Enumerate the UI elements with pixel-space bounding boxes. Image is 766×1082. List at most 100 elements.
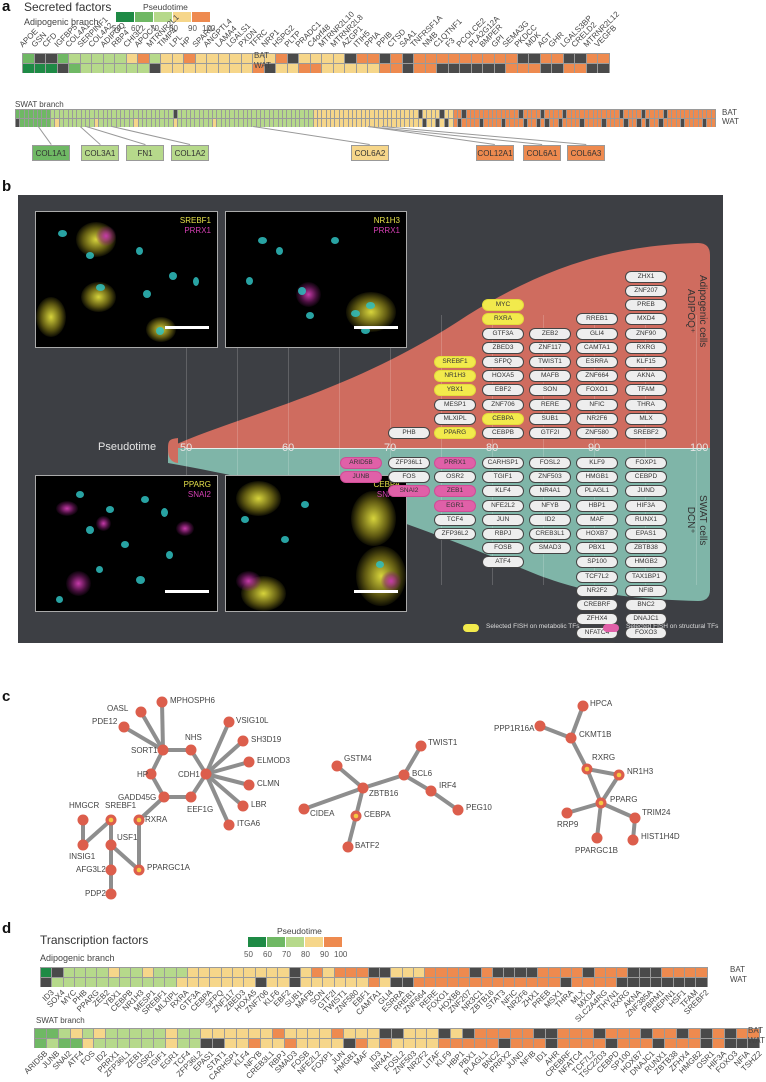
network-node-label: ITGA6	[237, 819, 261, 828]
heatmap-cell	[226, 110, 230, 118]
tf-pill-ybx1: YBX1	[434, 384, 476, 397]
panel-a-letter: a	[2, 0, 11, 15]
heatmap-cell	[274, 110, 278, 118]
heatmap-cell	[348, 110, 352, 118]
network-node-label: HMGCR	[69, 801, 100, 810]
heatmap-cell	[107, 110, 112, 118]
heatmap-cell	[673, 978, 684, 987]
heatmap-cell	[409, 110, 414, 118]
heatmap-cell	[237, 1039, 249, 1048]
heatmap-cell	[387, 119, 392, 127]
network-node-peg10	[452, 804, 464, 816]
heatmap-cell	[160, 110, 164, 118]
heatmap-cell	[333, 64, 344, 73]
network-node-hist1h4d	[627, 834, 639, 846]
heatmap-cell	[103, 110, 107, 118]
heatmap-cell	[29, 110, 33, 118]
heatmap-cell	[562, 110, 567, 118]
heatmap-cell	[414, 54, 425, 63]
heatmap-cell	[672, 110, 676, 118]
heatmap-cell	[681, 110, 685, 118]
heatmap-cell	[147, 119, 151, 127]
heatmap-cell	[504, 978, 515, 987]
heatmap-cell	[103, 119, 107, 127]
heatmap-cell	[414, 64, 425, 73]
network-node-label: GADD45G	[118, 793, 157, 802]
heatmap-cell	[586, 64, 597, 73]
heatmap-cell	[169, 110, 173, 118]
heatmap-cell	[594, 978, 605, 987]
heatmap-cell	[278, 978, 289, 987]
heatmap-cell	[323, 978, 334, 987]
heatmap-cell	[120, 978, 131, 987]
heatmap-cell	[239, 110, 243, 118]
heatmap-cell	[269, 119, 274, 127]
heatmap-cell	[527, 110, 532, 118]
tf-pill-sfpq: SFPQ	[482, 356, 524, 368]
heatmap-cell	[366, 119, 370, 127]
heatmap-cell	[344, 110, 348, 118]
heatmap-cell	[415, 1039, 427, 1048]
heatmap-cell	[492, 119, 497, 127]
network-node-insig1	[77, 839, 89, 851]
tf-pill-nr2f2: NR2F2	[576, 584, 618, 597]
heatmap-cell	[191, 110, 195, 118]
heatmap-cell	[463, 1039, 474, 1048]
heatmap-cell	[151, 119, 155, 127]
heatmap-cell	[549, 978, 560, 987]
heatmap-cell	[52, 978, 63, 987]
heatmap-cell	[323, 968, 334, 977]
heatmap-cell	[549, 110, 554, 118]
tf-pill-prrx1: PRRX1	[434, 457, 476, 469]
heatmap-cell	[296, 1029, 308, 1038]
heatmap-cell	[256, 119, 260, 127]
heatmap-cell	[172, 64, 183, 73]
tf-pill-id2: ID2	[529, 513, 571, 526]
heatmap-cell	[278, 968, 289, 977]
tf-pill-pbx1: PBX1	[576, 542, 618, 555]
legend-structural-swatch	[603, 624, 619, 632]
heatmap-cell	[160, 119, 164, 127]
heatmap-cell	[184, 54, 195, 63]
heatmap-cell	[534, 1039, 546, 1048]
network-node-sh3d19	[237, 735, 249, 747]
heatmap-cell	[497, 119, 501, 127]
heatmap-cell	[391, 54, 402, 63]
heatmap-cell	[567, 110, 571, 118]
heatmap-cell	[391, 968, 402, 977]
heatmap-cell	[252, 119, 256, 127]
heatmap-cell	[317, 119, 322, 127]
heatmap-cell	[440, 119, 444, 127]
heatmap-cell	[217, 110, 221, 118]
heatmap-cell	[451, 1029, 463, 1038]
heatmap-cell	[339, 119, 344, 127]
heatmap-cell	[352, 110, 357, 118]
heatmap-cell	[24, 119, 29, 127]
heatmap-cell	[326, 119, 330, 127]
network-node-vsig10l	[223, 716, 235, 728]
heatmap-cell	[688, 1039, 700, 1048]
heatmap-cell	[164, 119, 169, 127]
heatmap-cell	[320, 1039, 332, 1048]
tf-pill-foxo1: FOXO1	[576, 384, 618, 397]
heatmap-cell	[68, 119, 72, 127]
heatmap-cell	[153, 1039, 165, 1048]
d-row-label-bat: BAT	[730, 965, 745, 974]
heatmap-cell	[233, 978, 244, 987]
network-node-afg3l2	[105, 864, 117, 876]
heatmap-cell	[103, 54, 114, 63]
heatmap-cell	[563, 54, 574, 63]
heatmap-cell	[506, 110, 510, 118]
heatmap-cell	[700, 1029, 712, 1038]
network-node-label: PPP1R16A	[494, 724, 535, 733]
heatmap-cell	[247, 119, 252, 127]
gridline	[543, 315, 544, 585]
heatmap-cell	[195, 64, 206, 73]
heatmap-cell	[685, 119, 689, 127]
heatmap-cell	[563, 64, 574, 73]
heatmap-cell	[120, 968, 131, 977]
legend-tick: 50	[244, 950, 253, 959]
network-node-gstm4	[331, 760, 343, 772]
heatmap-cell	[662, 978, 673, 987]
heatmap-cell	[368, 54, 379, 63]
